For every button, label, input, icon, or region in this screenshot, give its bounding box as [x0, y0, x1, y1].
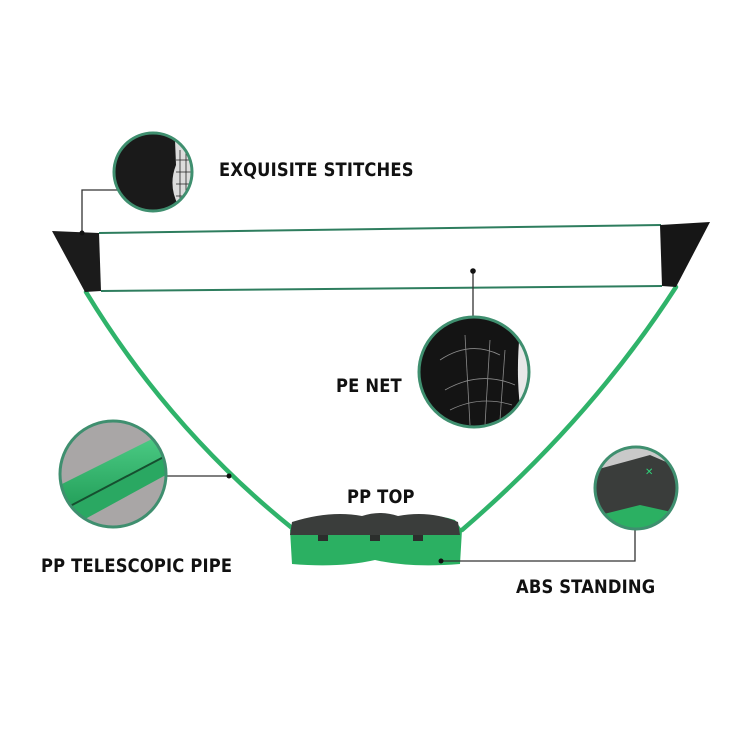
label-pp-telescopic-pipe: PP TELESCOPIC PIPE — [41, 555, 233, 577]
pipe-detail-circle — [58, 419, 168, 529]
right-pole — [459, 284, 679, 533]
pointer-dots — [79, 230, 476, 564]
abs-standing-detail-circle: ✕ — [593, 445, 679, 531]
left-flag — [52, 231, 101, 292]
stitches-detail-circle — [112, 131, 194, 213]
svg-text:✕: ✕ — [645, 467, 653, 478]
pe-net-detail-circle — [417, 315, 531, 429]
pointer-lines — [81, 189, 636, 562]
label-pe-net: PE NET — [336, 375, 402, 397]
base-stand — [290, 513, 462, 566]
net — [98, 224, 663, 292]
label-exquisite-stitches: EXQUISITE STITCHES — [219, 159, 414, 181]
left-pole — [83, 289, 295, 531]
label-abs-standing: ABS STANDING — [516, 576, 656, 598]
right-flag — [660, 222, 710, 287]
label-pp-top: PP TOP — [347, 486, 415, 508]
